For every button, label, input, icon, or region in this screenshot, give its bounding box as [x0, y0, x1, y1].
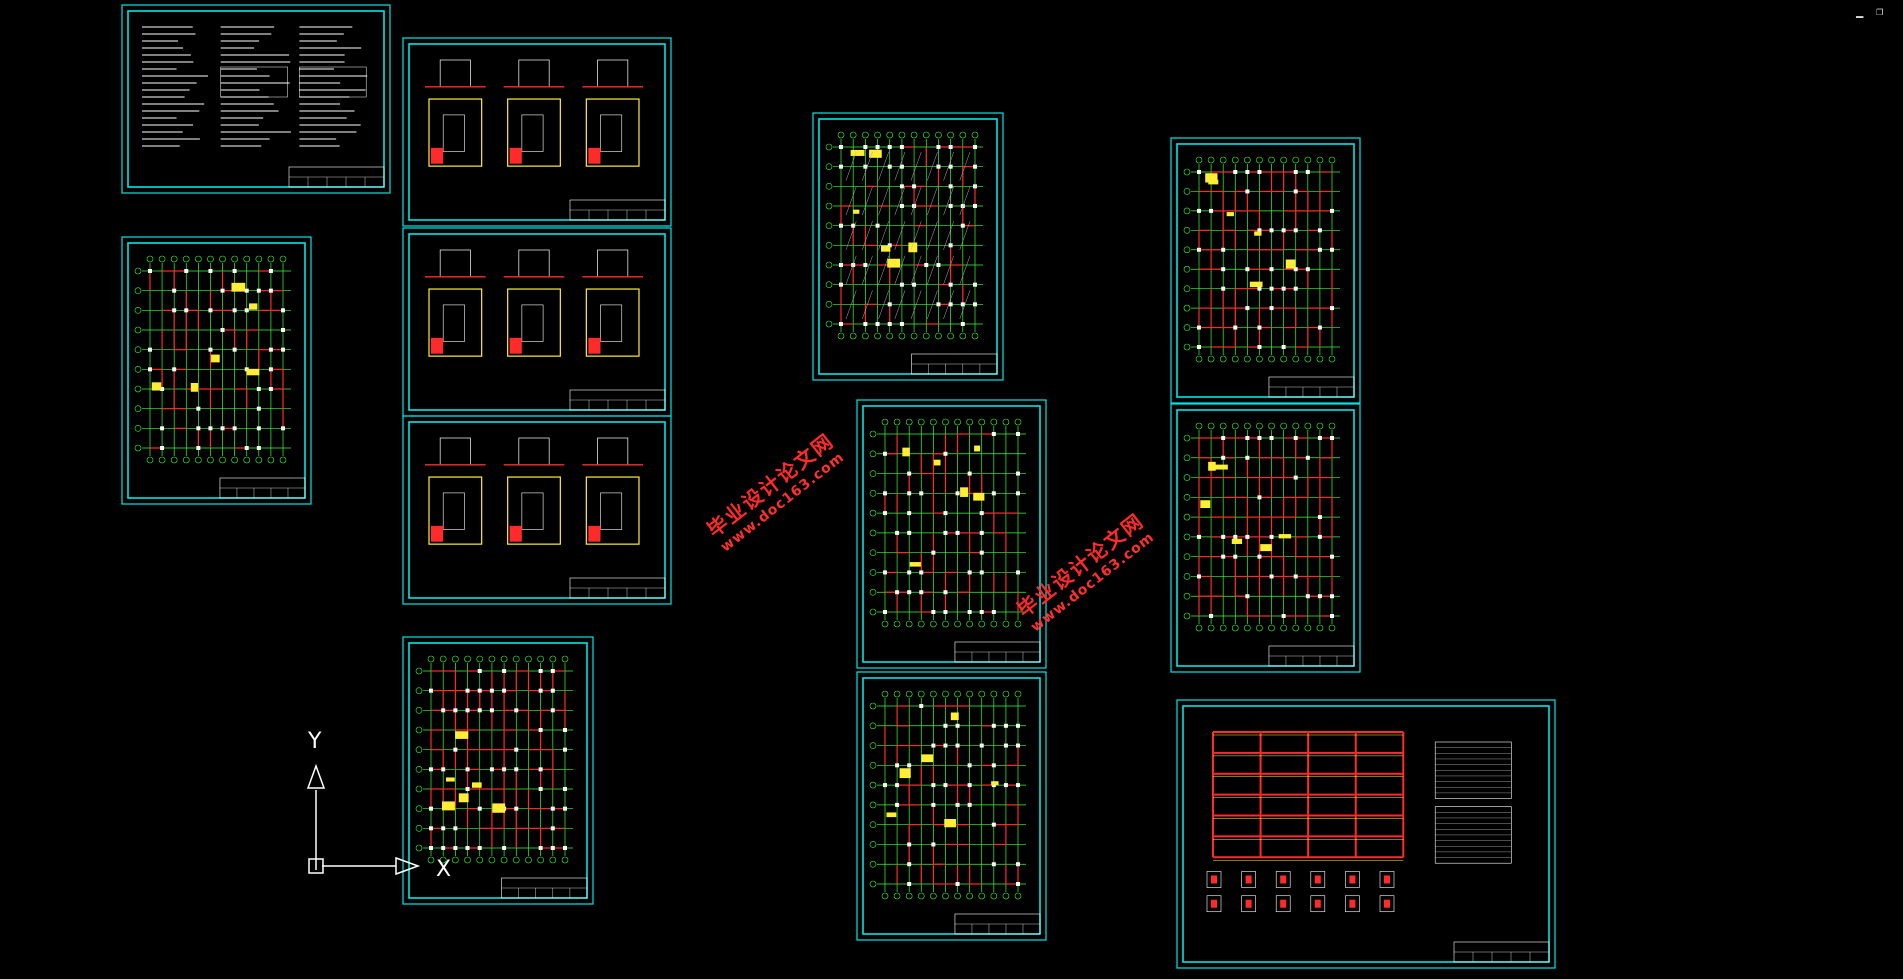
title-block [911, 353, 998, 375]
sheet-beam-plan-2[interactable] [1170, 403, 1361, 673]
title-block [219, 477, 306, 499]
title-block [569, 199, 666, 221]
sheet-column-layout[interactable] [402, 636, 594, 905]
sheet-foundation-plan[interactable] [121, 236, 312, 505]
title-block [1268, 645, 1355, 667]
title-block [569, 389, 666, 411]
title-block [954, 641, 1041, 663]
sheet-floor-structure-2[interactable] [856, 671, 1047, 941]
sheet-floor-structure-1[interactable] [856, 399, 1047, 669]
title-block [288, 166, 385, 188]
title-block [569, 577, 666, 599]
sheet-footing-details-1[interactable] [402, 37, 672, 227]
title-block [1453, 941, 1550, 963]
sheet-design-notes[interactable] [121, 4, 391, 194]
title-block [954, 913, 1041, 935]
title-block [1268, 376, 1355, 398]
ucs-y-label: Y [307, 729, 322, 754]
minimize-icon[interactable]: ▁ [1856, 4, 1864, 18]
sheet-footing-details-2[interactable] [402, 227, 672, 417]
sheet-frame-elevation[interactable] [1176, 699, 1556, 969]
sheet-slab-plan[interactable] [812, 112, 1004, 381]
ucs-icon: X Y [306, 729, 451, 882]
ucs-x-label: X [436, 857, 451, 882]
restore-icon[interactable]: ❐ [1876, 4, 1884, 18]
sheet-beam-plan-1[interactable] [1170, 137, 1361, 404]
title-block [501, 877, 588, 899]
sheet-footing-details-3[interactable] [402, 415, 672, 605]
